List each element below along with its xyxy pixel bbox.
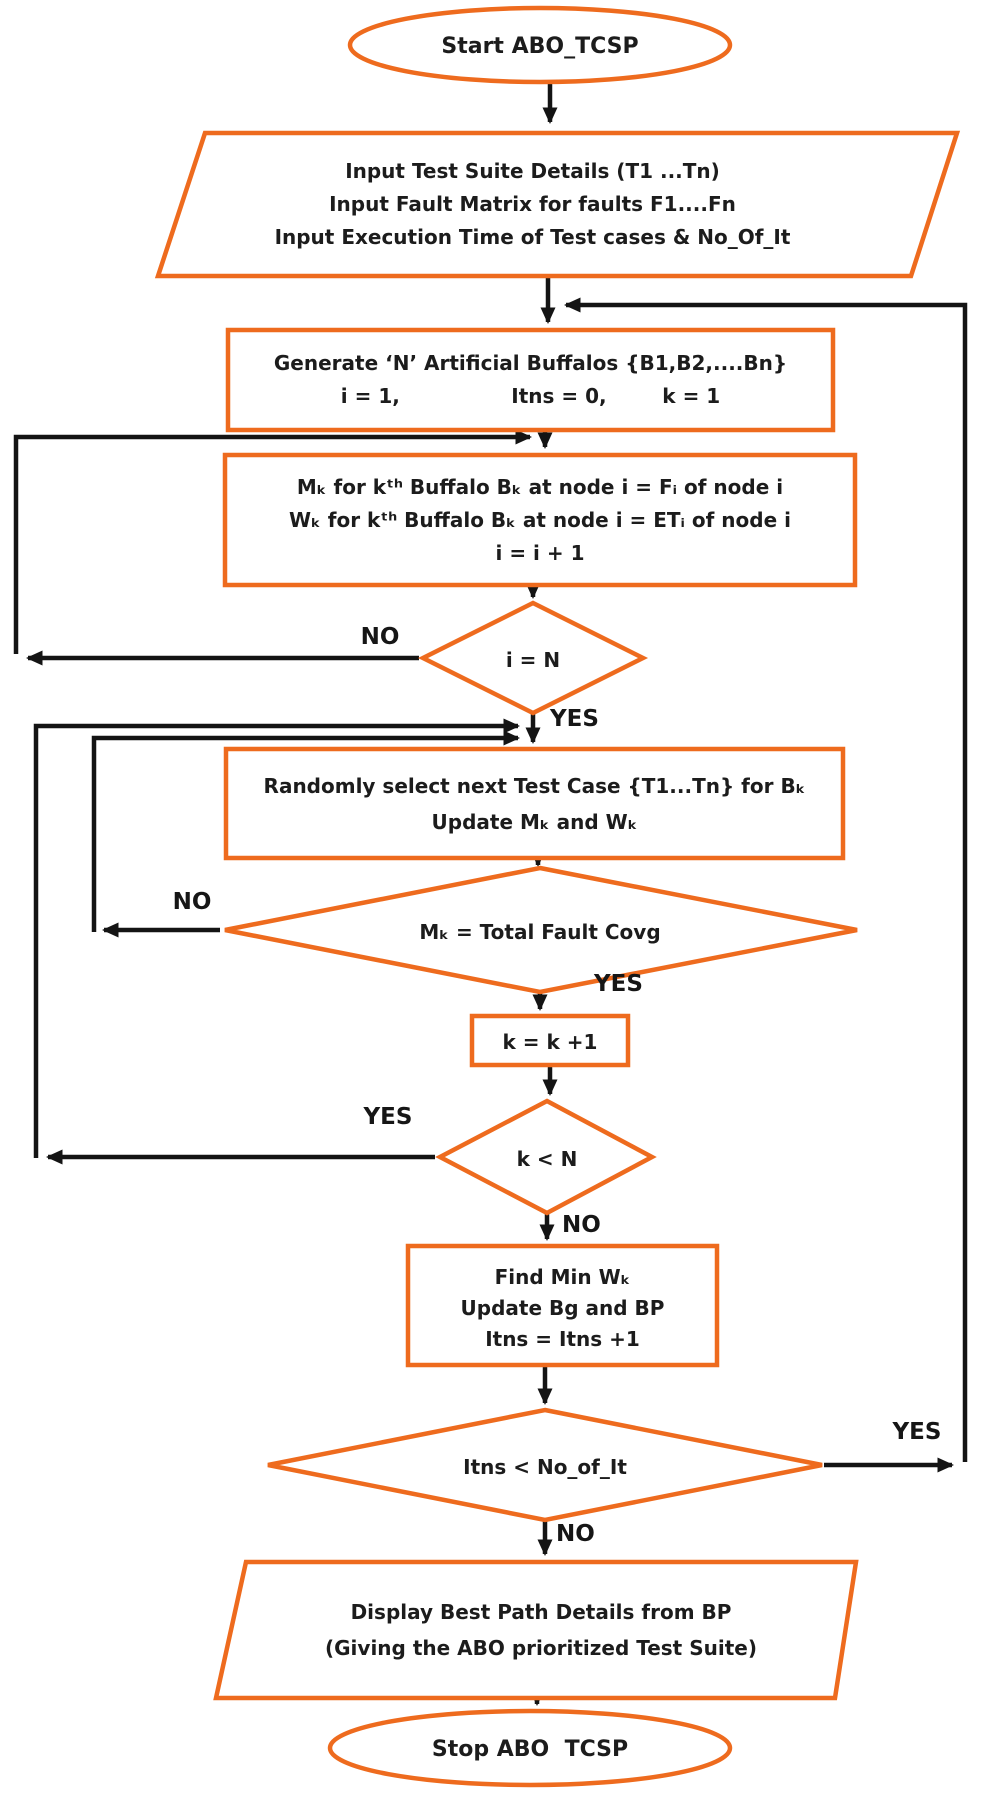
branch-label-k-no: NO <box>562 1212 601 1238</box>
select-line-1: Randomly select next Test Case {T1...Tn}… <box>263 774 806 798</box>
compute-line-1: Mₖ for kᵗʰ Buffalo Bₖ at node i = Fᵢ of … <box>296 475 784 499</box>
branch-label-itns-no: NO <box>556 1521 595 1547</box>
generate-process-shape <box>225 327 836 433</box>
branch-label-itns-yes: YES <box>892 1419 942 1445</box>
input-node-text: Input Test Suite Details (T1 ...Tn) Inpu… <box>205 155 860 254</box>
display-line-1: Display Best Path Details from BP <box>350 1600 732 1624</box>
arrow-i-no-loop <box>13 429 532 654</box>
branch-label-fault-no: NO <box>172 889 212 915</box>
compute-line-2: Wₖ for kᵗʰ Buffalo Bₖ at node i = ETᵢ of… <box>289 508 791 532</box>
compute-process-shape <box>222 452 858 588</box>
input-parallelogram-shape <box>154 130 961 279</box>
compute-node-text: Mₖ for kᵗʰ Buffalo Bₖ at node i = Fᵢ of … <box>225 471 855 570</box>
decision-k-label: k < N <box>516 1147 578 1171</box>
input-line-1: Input Test Suite Details (T1 ...Tn) <box>345 159 720 183</box>
start-terminator-shape <box>347 5 733 85</box>
start-node-label: Start ABO_TCSP <box>441 34 639 59</box>
branch-label-fault-yes: YES <box>594 971 643 997</box>
input-line-2: Input Fault Matrix for faults F1....Fn <box>329 192 736 216</box>
generate-node-text: Generate ‘N’ Artificial Buffalos {B1,B2,… <box>228 347 833 413</box>
display-parallelogram-shape <box>213 1559 859 1701</box>
branch-label-i-no: NO <box>360 624 400 650</box>
arrow-k-yes-loop <box>33 718 520 1158</box>
findmin-process-shape <box>405 1243 720 1368</box>
decision-i-diamond-shape <box>417 600 649 716</box>
select-node-text: Randomly select next Test Case {T1...Tn}… <box>226 768 843 840</box>
decision-itns-diamond-shape <box>267 1407 823 1523</box>
select-process-shape <box>223 746 846 861</box>
decision-itns-label: Itns < No_of_It <box>463 1455 627 1479</box>
input-line-3: Input Execution Time of Test cases & No_… <box>274 225 791 249</box>
branch-label-k-yes: YES <box>363 1104 413 1130</box>
branch-label-i-yes: YES <box>550 706 599 732</box>
decision-fault-label: Mₖ = Total Fault Covg <box>419 920 661 944</box>
select-line-2: Update Mₖ and Wₖ <box>431 810 638 834</box>
findmin-node-text: Find Min Wₖ Update Bg and BP Itns = Itns… <box>408 1262 717 1355</box>
increment-process-shape <box>469 1013 631 1068</box>
display-node-text: Display Best Path Details from BP (Givin… <box>236 1594 846 1666</box>
generate-line-1: Generate ‘N’ Artificial Buffalos {B1,B2,… <box>273 351 788 375</box>
decision-fault-diamond-shape <box>224 865 858 995</box>
findmin-line-2: Update Bg and BP <box>460 1296 665 1320</box>
compute-line-3: i = i + 1 <box>495 541 585 565</box>
arrow-itns-yes-loop <box>564 297 968 1462</box>
findmin-line-1: Find Min Wₖ <box>494 1265 631 1289</box>
stop-node-label: Stop ABO TCSP <box>431 1737 629 1762</box>
decision-i-label: i = N <box>505 648 561 672</box>
stop-terminator-shape <box>327 1708 733 1788</box>
decision-k-diamond-shape <box>435 1098 657 1216</box>
arrow-fault-no-loop <box>91 730 520 932</box>
findmin-line-3: Itns = Itns +1 <box>485 1327 640 1351</box>
generate-line-2: i = 1, Itns = 0, k = 1 <box>340 384 721 408</box>
display-line-2: (Giving the ABO prioritized Test Suite) <box>325 1636 757 1660</box>
increment-node-label: k = k +1 <box>502 1030 598 1054</box>
